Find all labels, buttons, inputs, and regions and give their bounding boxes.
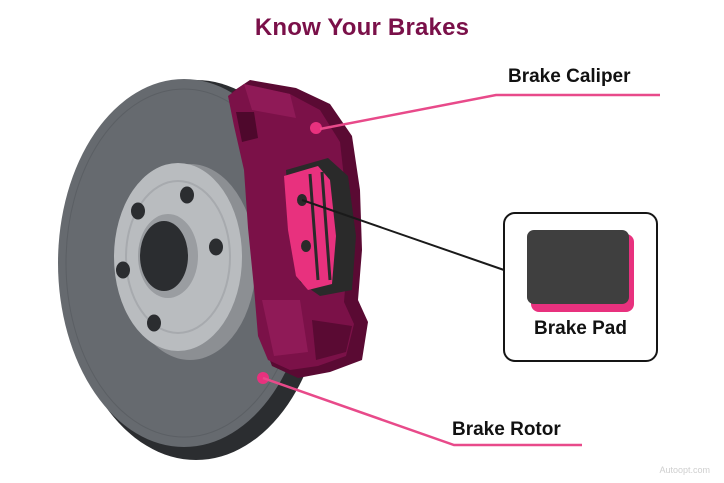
caliper-facet [244, 84, 296, 118]
hub-ring [125, 180, 231, 334]
lug-hole [209, 238, 223, 256]
lug-hole [180, 186, 194, 204]
pad-pin [301, 240, 311, 252]
caliper-bolt [310, 122, 322, 134]
caliper-bracket [236, 112, 258, 142]
brake-rotor-label: Brake Rotor [452, 419, 561, 440]
brake-pad-illustration [527, 230, 634, 312]
lug-hole [116, 261, 130, 279]
rotor-leader-line [262, 376, 582, 447]
lug-hole [147, 314, 161, 332]
pad-illustration-face [527, 230, 629, 304]
watermark: Autoopt.com [659, 465, 710, 475]
brake-pad-callout: Brake Pad [503, 212, 658, 362]
pad-grooves [308, 171, 332, 281]
brake-caliper-label: Brake Caliper [508, 66, 631, 87]
caliper-facet [312, 320, 352, 360]
page-title: Know Your Brakes [254, 14, 470, 41]
brake-pad-label: Brake Pad [534, 318, 627, 339]
pad-leader-line [301, 199, 505, 271]
lug-hole [131, 202, 145, 220]
caliper-facet [262, 300, 308, 356]
center-bore [140, 221, 188, 291]
caliper-leader-line [319, 93, 660, 131]
